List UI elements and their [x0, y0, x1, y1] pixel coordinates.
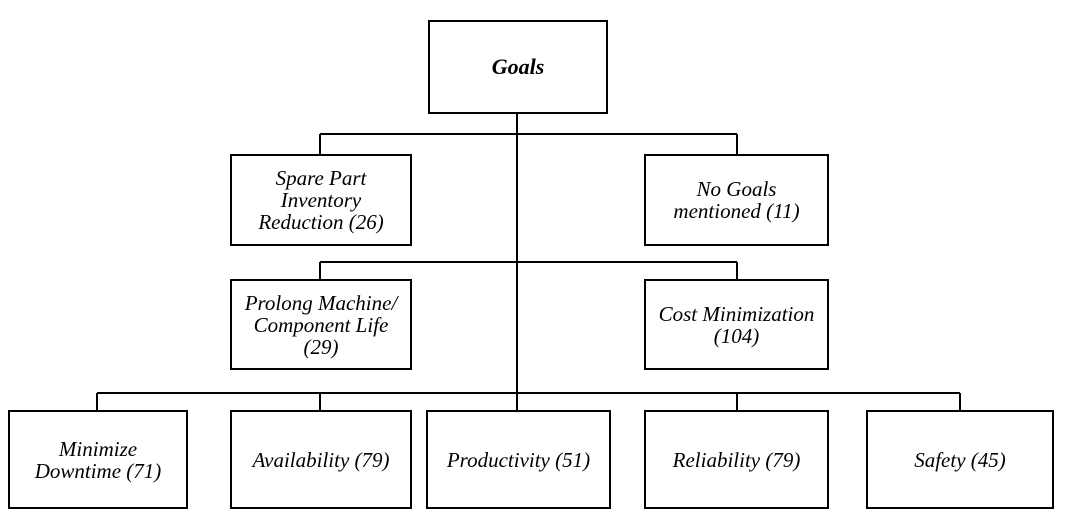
node-line: Availability (79): [252, 447, 390, 472]
node-line: Reduction (26): [258, 210, 384, 234]
node-line: Cost Minimization: [658, 301, 815, 326]
node-reliability: Reliability (79): [644, 410, 829, 509]
node-no-goals-mentioned: No Goals mentioned (11): [644, 154, 829, 246]
node-line: (29): [303, 334, 339, 359]
node-line: Downtime (71): [34, 458, 162, 483]
node-line: mentioned (11): [673, 199, 800, 223]
node-line: Prolong Machine/: [244, 290, 398, 315]
node-line: (104): [713, 323, 760, 348]
node-line: Inventory: [280, 188, 362, 212]
node-safety: Safety (45): [866, 410, 1054, 509]
node-line: Minimize: [58, 436, 138, 461]
node-cost-minimization: Cost Minimization (104): [644, 279, 829, 370]
node-prolong-machine-component-life: Prolong Machine/ Component Life (29): [230, 279, 412, 370]
node-line: No Goals: [696, 177, 777, 201]
node-line: Reliability (79): [672, 447, 801, 472]
node-line: Safety (45): [914, 447, 1006, 472]
goals-root-label: Goals: [491, 54, 545, 79]
node-line: Component Life: [253, 312, 389, 337]
node-productivity: Productivity (51): [426, 410, 611, 509]
node-spare-part-inventory-reduction: Spare Part Inventory Reduction (26): [230, 154, 412, 246]
node-line: Productivity (51): [446, 447, 591, 472]
node-minimize-downtime: Minimize Downtime (71): [8, 410, 188, 509]
goals-root-node: Goals: [428, 20, 608, 114]
node-line: Spare Part: [275, 166, 367, 190]
node-availability: Availability (79): [230, 410, 412, 509]
